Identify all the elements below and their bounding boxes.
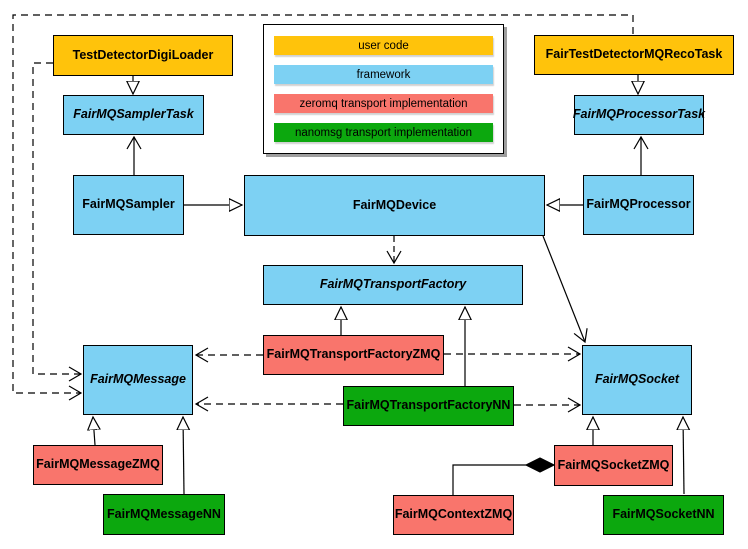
composition-diamond [524,457,556,473]
legend-label: user code [358,39,409,52]
node-fairmqmessagezmq: FairMQMessageZMQ [33,445,163,485]
node-label: FairMQDevice [352,197,437,212]
node-testdetectordigiloader: TestDetectorDigiLoader [53,35,233,76]
node-fairmqsocketnn: FairMQSocketNN [603,495,724,535]
node-label: FairMQProcessorTask [572,107,706,122]
node-fairmqprocessortask: FairMQProcessorTask [572,95,706,135]
legend-label: zeromq transport implementation [299,97,468,110]
node-fairmqtransportfactoryzmq: FairMQTransportFactoryZMQ [263,335,444,375]
legend-item-nanomsg: nanomsg transport implementation [274,123,493,142]
node-label: FairMQTransportFactory [319,277,467,292]
edge-recotask-message [12,14,634,401]
node-fairmqmessage: FairMQMessage [83,345,193,415]
node-label: FairMQContextZMQ [394,507,513,522]
edge-device-socket [542,235,588,344]
node-label: FairMQMessageZMQ [36,457,160,472]
node-fairmqsocket: FairMQSocket [582,345,692,415]
legend-item-framework: framework [274,65,493,84]
node-fairmqtransportfactory: FairMQTransportFactory [263,265,523,305]
node-label: FairMQSocket [594,372,680,387]
node-fairtestdetectormqrecotask: FairTestDetectorMQRecoTask [534,35,734,75]
node-label: FairMQTransportFactoryNN [346,398,511,413]
node-label: FairMQSampler [82,197,175,212]
node-label: FairMQSamplerTask [73,107,194,122]
node-fairmqtransportfactorynn: FairMQTransportFactoryNN [343,386,514,426]
node-label: FairMQSocketNN [612,507,715,522]
node-label: TestDetectorDigiLoader [72,47,214,62]
node-label: FairMQProcessor [586,197,691,212]
legend-item-user-code: user code [274,36,493,55]
node-label: FairMQSocketZMQ [557,457,670,472]
node-fairmqdevice: FairMQDevice [244,175,545,236]
node-fairmqsocketzmq: FairMQSocketZMQ [554,445,673,486]
node-label: FairMQMessageNN [107,506,221,521]
legend-item-zeromq: zeromq transport implementation [274,94,493,113]
edge-messagezmq-message [93,417,95,446]
node-fairmqmessagenn: FairMQMessageNN [103,494,225,535]
node-label: FairMQMessage [90,372,186,387]
node-label: FairTestDetectorMQRecoTask [545,47,723,62]
legend-label: nanomsg transport implementation [294,126,473,139]
edge-digiloader-message [32,62,83,382]
node-fairmqsamplertask: FairMQSamplerTask [63,95,204,135]
edge-socketnn-socket [683,417,684,495]
node-label: FairMQTransportFactoryZMQ [266,347,441,362]
legend: user code framework zeromq transport imp… [263,24,504,154]
node-fairmqcontextzmq: FairMQContextZMQ [393,495,514,535]
legend-label: framework [356,68,411,81]
edge-contextzmq-socketzmq [452,464,526,495]
node-fairmqprocessor: FairMQProcessor [583,175,694,235]
edge-messagenn-message [183,417,184,495]
node-fairmqsampler: FairMQSampler [73,175,184,235]
